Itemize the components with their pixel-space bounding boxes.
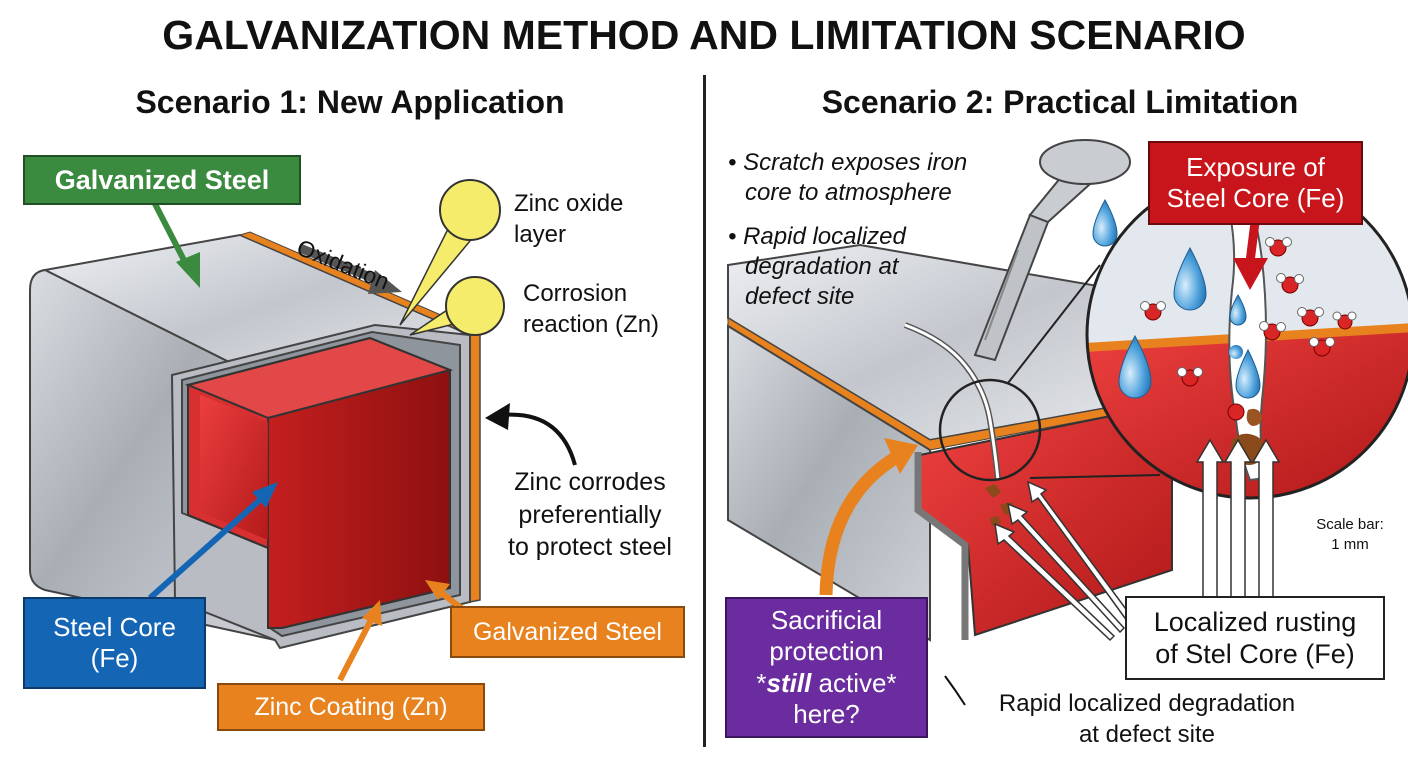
rust-pointer-arrows [994,480,1135,642]
zoom-line-top [1007,264,1101,384]
exposure-label: Exposure of Steel Core (Fe) [1148,141,1363,225]
zinc-oxide-callout [399,179,501,326]
corrosion-callout [409,276,505,336]
localized-rusting-arrows [1195,438,1281,601]
sacrificial-protection-label: Sacrificial protection *still active* he… [725,597,928,738]
zinc-corrodes-label: Zinc corrodes preferentially to protect … [508,468,672,561]
corrosion-label: Corrosion reaction (Zn) [523,280,660,339]
zinc-coating-arrow [337,600,382,682]
key-icon [973,139,1131,362]
scratch-bullet: • Scratch exposes iron core to atmospher… [728,149,968,206]
page-title: GALVANIZATION METHOD AND LIMITATION SCEN… [162,12,1246,58]
zinc-corrodes-arrow [485,403,577,466]
panel-divider [703,75,706,747]
galvanized-steel-label-top: Galvanized Steel [23,155,301,205]
magnifier-small-circle [938,378,1042,482]
scenario1-heading: Scenario 1: New Application [135,84,565,120]
scenario1-steel-core [184,336,454,629]
sacrificial-arrow [819,438,918,596]
zinc-oxide-label: Zinc oxide layer [514,190,624,249]
steel-core-label: Steel Core (Fe) [23,597,206,689]
scale-bar-label: Scale bar: 1 mm [1316,516,1384,553]
scenario2-heading: Scenario 2: Practical Limitation [821,84,1299,120]
localized-rusting-label: Localized rusting of Stel Core (Fe) [1125,596,1385,680]
exposure-arrow [1233,221,1268,290]
galvanized-steel-arrow [149,196,191,270]
zinc-coating-label: Zinc Coating (Zn) [217,683,485,731]
galvanized-steel-label-bottom: Galvanized Steel [450,606,685,658]
zoom-line-bottom [1029,474,1161,479]
rapid-degradation-bullet: • Rapid localized degradation at defect … [728,223,906,310]
oxidation-arrow [298,243,402,294]
rapid-degradation-bottom-label: Rapid localized degradation at defect si… [998,690,1296,749]
steel-core-arrow [148,482,278,601]
scenario2-steel-block [727,243,1173,642]
bottom-label-pointer [944,675,966,706]
